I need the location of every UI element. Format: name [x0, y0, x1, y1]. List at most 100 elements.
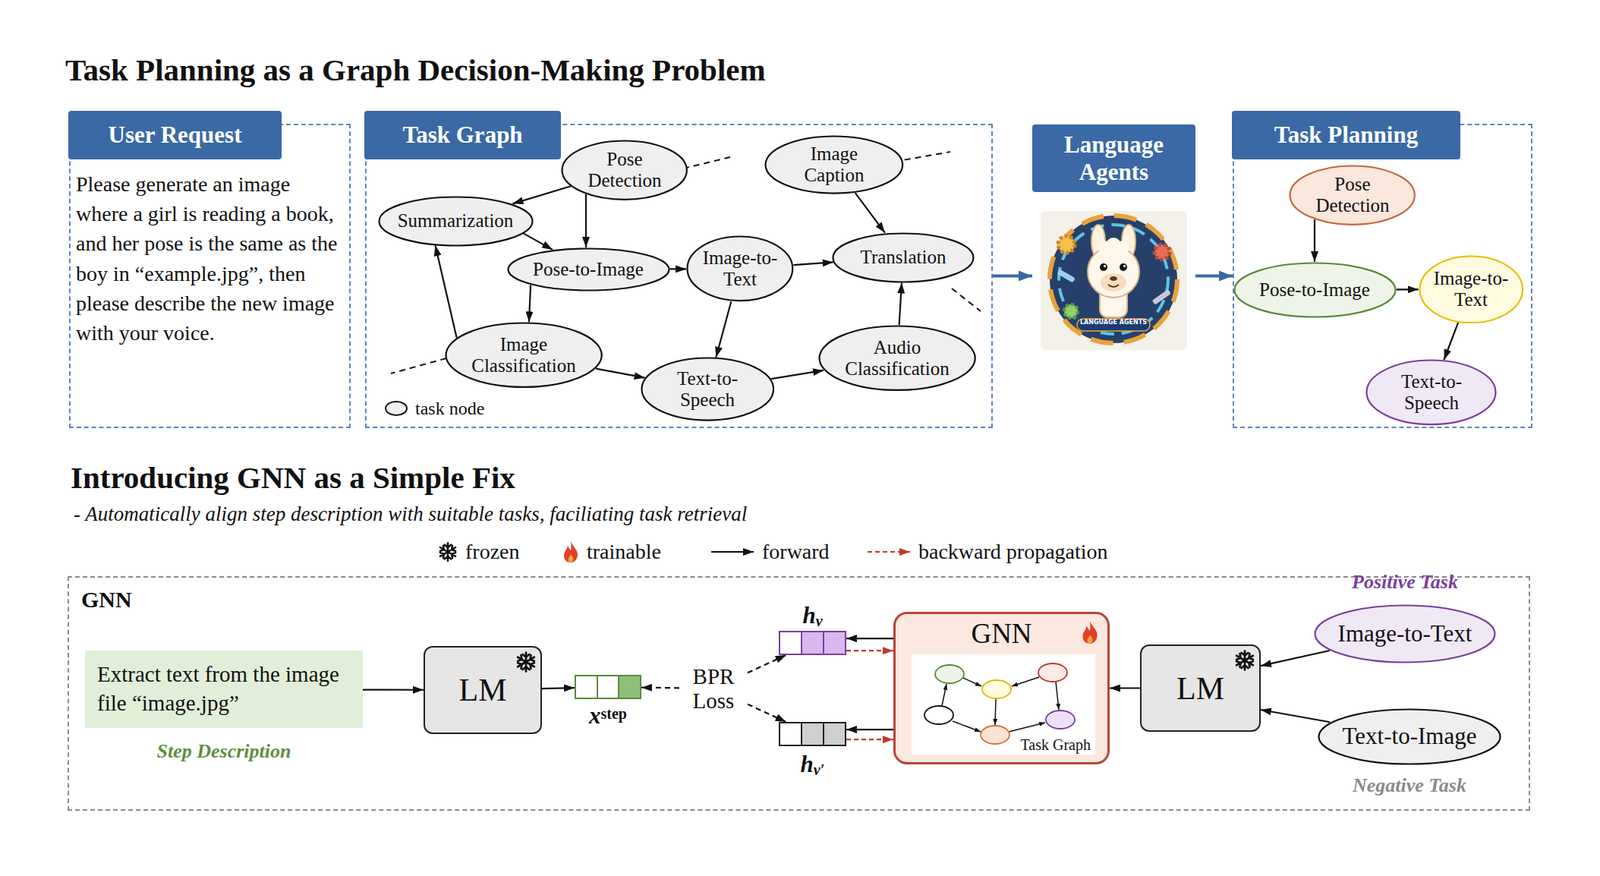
section-heading: Introducing GNN as a Simple Fix: [70, 459, 516, 496]
vector-letter: h: [800, 750, 814, 778]
legend-text: frozen: [465, 539, 520, 564]
connector: [992, 274, 1033, 278]
connector: [747, 704, 787, 722]
vector-cell: [800, 723, 823, 745]
vector-symbol: hv: [802, 601, 823, 630]
step-box: Extract text from the image file “image.…: [85, 650, 363, 728]
dashed-panel: User RequestPlease generate an image whe…: [69, 123, 351, 429]
legend-text: forward: [762, 539, 830, 564]
dashed-panel: Pose Detection Image CaptionSummarization…: [365, 123, 993, 429]
frozen-icon: [1233, 648, 1257, 672]
node-label: Pose Detection: [579, 148, 671, 192]
connector: [585, 194, 587, 248]
node-label: Pose-to-Image: [1259, 279, 1371, 301]
node-label: Summarization: [397, 210, 514, 232]
dashed-line: [683, 157, 731, 169]
task-node: Summarization: [377, 195, 534, 247]
task-tag: Positive Task: [1351, 570, 1459, 594]
connector: [529, 285, 531, 323]
connector: [1109, 686, 1141, 689]
task-node: Pose-to-Image: [507, 247, 671, 292]
node-label: Image-to-Text: [699, 247, 782, 290]
dashed-panel: Pose DetectionPose-to-Image Image-to-Text…: [1232, 123, 1533, 429]
task-node: Pose Detection: [1288, 164, 1416, 226]
diagram-title: Task Planning as a Graph Decision-Making…: [65, 51, 766, 89]
vector-index: v′: [813, 761, 826, 778]
vector-cells: [778, 721, 847, 747]
panel-header: Task Graph: [364, 110, 561, 160]
connector: [747, 655, 787, 673]
node-label: Image-to-Text: [1338, 620, 1473, 648]
gnn-label: GNN: [895, 617, 1108, 650]
connector: [846, 728, 894, 731]
panel-heading: GNN: [81, 586, 133, 613]
lm-label: LM: [459, 671, 508, 709]
vector-letter: h: [802, 601, 816, 629]
node-label: Image-to-Text: [1429, 267, 1513, 311]
logo-text: LANGUAGE AGENTS: [1077, 318, 1150, 326]
lm-label: LM: [1176, 670, 1225, 707]
vector-cells: [778, 630, 847, 656]
dashed-line: [390, 358, 447, 374]
vector-cell: [576, 676, 597, 698]
loss-label-box: BPR Loss: [679, 663, 748, 714]
task-node: Pose-to-Image: [1233, 261, 1397, 319]
connector: [1260, 650, 1330, 666]
vector-symbol: xstep: [588, 702, 627, 730]
node-label: Text-to-Speech: [1381, 371, 1483, 414]
vector-cell: [800, 632, 823, 654]
legend-item: backward propagation: [866, 538, 1109, 566]
connector: [362, 688, 424, 690]
node-label: Pose-to-Image: [532, 258, 644, 281]
task-graph-box: Task Graph: [911, 654, 1096, 755]
trainable-icon: [1080, 620, 1100, 645]
task-node: Audio Classification: [818, 324, 977, 391]
task-node: Text-to-Speech: [1365, 359, 1497, 426]
connector: [793, 261, 833, 265]
node-label: Image Classification: [462, 333, 585, 377]
section-subtitle: - Automatically align step description w…: [73, 502, 747, 526]
task-node: Pose Detection: [560, 139, 688, 201]
connector: [715, 301, 731, 358]
request-text: Please generate an image where a girl is…: [75, 169, 345, 348]
step-tag: Step Description: [85, 740, 363, 763]
embedding-vector: hv′: [778, 721, 847, 747]
connector: [641, 686, 680, 690]
legend-sample: [561, 540, 580, 564]
task-node: Image-to-TextPositive Task: [1313, 604, 1497, 664]
legend-text: backward propagation: [918, 539, 1109, 564]
connector: [846, 649, 894, 652]
task-node: Image-to-Text: [686, 235, 794, 303]
node-label: Text-to-Speech: [657, 368, 759, 411]
agent-header: Language Agents: [1032, 124, 1196, 193]
connector: [1260, 709, 1330, 722]
vector-cells: [574, 674, 642, 700]
node-label: Pose Detection: [1307, 173, 1399, 217]
lm-box: LM: [423, 645, 542, 734]
node-label: Text-to-Image: [1342, 723, 1478, 750]
task-node: Image-to-Text: [1418, 255, 1525, 325]
dashed-line: [951, 288, 981, 312]
connector: [1313, 219, 1316, 262]
connector: [522, 233, 553, 250]
legend-item: frozen: [437, 538, 520, 566]
connector: [669, 267, 687, 270]
embedding-vector: xstep: [574, 674, 642, 700]
embedding-vector: hv: [778, 630, 847, 656]
connector: [855, 192, 886, 233]
node-label: Image Caption: [785, 143, 883, 186]
vector-symbol: hv′: [800, 750, 826, 779]
gnn-box: Task Graph GNN: [893, 611, 1110, 765]
legend-item: forward: [709, 538, 830, 566]
connector: [771, 370, 824, 379]
panel-header: User Request: [68, 110, 282, 160]
connector: [846, 738, 894, 741]
node-label: Audio Classification: [836, 337, 958, 380]
loss-label: BPR Loss: [679, 664, 748, 714]
vector-index: v: [815, 612, 823, 630]
connector: [1195, 274, 1233, 278]
vector-cell: [822, 632, 845, 654]
task-tag: Negative Task: [1352, 774, 1467, 797]
legend-sample: [866, 544, 912, 560]
connector: [541, 687, 575, 689]
